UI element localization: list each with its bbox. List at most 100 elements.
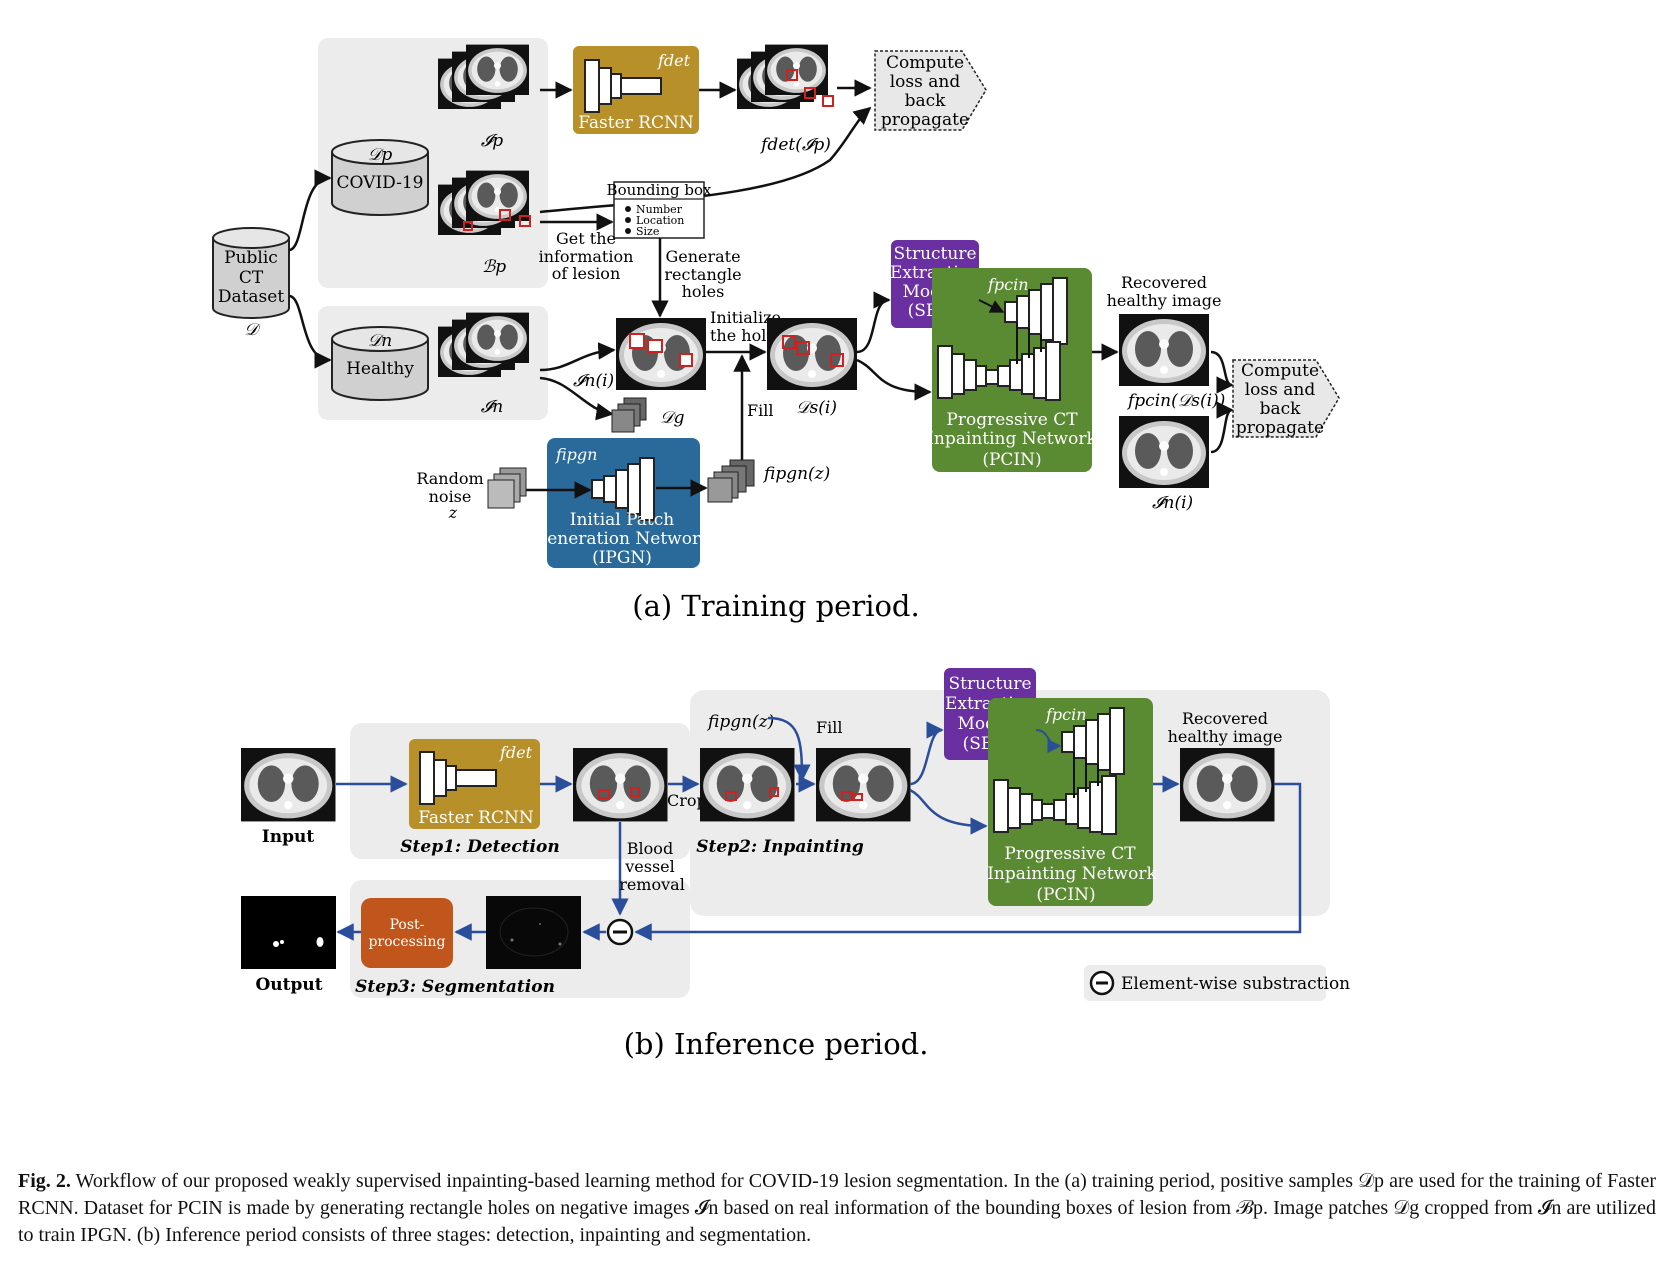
recovered-image-inference xyxy=(1180,748,1275,822)
arrow-to-covid xyxy=(288,169,332,252)
covid-dataset: 𝒟p COVID-19 xyxy=(331,139,429,216)
ipgn-line2: Generation Network xyxy=(534,529,711,549)
legend-label: Element-wise substraction xyxy=(1121,974,1350,994)
pcin-block-training: fpcin Progressive CT Inpainting Network … xyxy=(927,268,1097,472)
compute-loss-bottom-line3: back xyxy=(1260,399,1302,419)
bounding-box-info: Bounding box Number Location Size xyxy=(607,181,712,239)
arrow-in-to-holed xyxy=(539,342,616,372)
arrow-filled-to-pcin xyxy=(909,788,988,835)
random-noise-line2: noise xyxy=(429,487,472,506)
ds-i-label: 𝒟s(i) xyxy=(796,398,837,418)
input-label: Input xyxy=(262,827,315,847)
healthy-label: Healthy xyxy=(346,359,414,379)
ipgn-line3: (IPGN) xyxy=(592,548,652,568)
fpcin-symbol: fpcin xyxy=(987,275,1029,294)
arrow-in-to-dg xyxy=(539,376,614,421)
bp-image-stack xyxy=(438,171,531,235)
get-info-line3: of lesion xyxy=(552,264,621,283)
subcaption-training: (a) Training period. xyxy=(632,589,919,623)
subcaption-inference: (b) Inference period. xyxy=(624,1027,929,1061)
fdet-ip-label: fdet(𝓘p) xyxy=(759,135,831,155)
ip-symbol: 𝓘p xyxy=(481,131,503,151)
pcin-block-inference: fpcin Progressive CT Inpainting Network … xyxy=(987,698,1157,906)
workflow-figure: Public CT Dataset 𝒟 𝒟p COVID-19 𝒟n Healt… xyxy=(212,38,1350,1061)
step3-label: Step3: Segmentation xyxy=(355,977,555,997)
blood-vessel-line2: vessel xyxy=(624,857,675,876)
bbox-title: Bounding box xyxy=(607,181,712,199)
detected-image xyxy=(573,748,668,822)
generated-patches xyxy=(707,459,755,503)
compute-loss-bottom-line2: loss and xyxy=(1245,380,1316,400)
output-image xyxy=(241,896,336,969)
arrow-recovered-to-subtract xyxy=(634,782,1302,941)
get-info-line2: information xyxy=(539,247,634,266)
arrow-fipgn-to-fill xyxy=(767,716,811,782)
initialize-holes-line2: the holes xyxy=(710,326,784,345)
post-line1: Post- xyxy=(390,917,425,933)
legend: Element-wise substraction xyxy=(1084,965,1350,1001)
fdet-symbol-inference: fdet xyxy=(499,743,533,762)
fpcin-ds-label: fpcin(𝒟s(i)) xyxy=(1126,391,1225,411)
compute-loss-bottom: Compute loss and back propagate xyxy=(1232,359,1340,438)
bbox-item-location: Location xyxy=(636,214,684,227)
covid-label: COVID-19 xyxy=(337,173,424,193)
arrow-to-healthy xyxy=(288,294,332,369)
dn-symbol: 𝒟n xyxy=(368,331,393,351)
faster-rcnn-block-inference: fdet Faster RCNN xyxy=(409,739,540,829)
difference-image xyxy=(486,896,581,969)
arrow-ds-to-sem xyxy=(856,291,891,354)
filled-image xyxy=(816,748,911,822)
recovered-image-training xyxy=(1119,314,1209,386)
dg-symbol: 𝒟g xyxy=(660,408,685,428)
compute-loss-bottom-line1: Compute xyxy=(1241,361,1319,381)
fipgn-symbol: fipgn xyxy=(555,445,597,464)
post-processing-block: Post- processing xyxy=(361,898,453,968)
random-noise-line1: Random xyxy=(416,469,483,488)
initialize-holes-line1: Initialize xyxy=(710,308,781,327)
input-image xyxy=(241,748,336,822)
ds-image xyxy=(767,318,857,390)
dp-symbol: 𝒟p xyxy=(368,145,393,165)
arrow-filled-to-sem xyxy=(909,721,944,786)
sem-line1: Structure xyxy=(893,244,976,264)
public-dataset-line3: Dataset xyxy=(218,287,285,307)
recovered-line2: healthy image xyxy=(1107,291,1222,310)
pcin-line3: (PCIN) xyxy=(982,450,1041,470)
crop-label: Crop xyxy=(667,791,707,810)
ipgn-line1: Initial Patch xyxy=(570,510,675,530)
bbox-item-number: Number xyxy=(636,203,683,216)
compute-loss-top-line3: back xyxy=(905,91,947,111)
noise-patches xyxy=(487,467,527,509)
recovered-line1: Recovered xyxy=(1121,273,1207,292)
caption-text: Workflow of our proposed weakly supervis… xyxy=(18,1170,1657,1246)
compute-loss-top-line4: propagate xyxy=(881,110,969,130)
arrow-sem-to-decoder-inference xyxy=(1035,729,1062,753)
generate-holes-line3: holes xyxy=(682,282,725,301)
faster-rcnn-label-inference: Faster RCNN xyxy=(418,808,534,828)
caption-label: Fig. 2. xyxy=(18,1170,71,1192)
random-noise-z: z xyxy=(448,503,458,522)
arrow-recovered-to-loss xyxy=(1210,350,1234,394)
pcin-line1: Progressive CT xyxy=(946,410,1078,430)
step1-label: Step1: Detection xyxy=(400,837,559,857)
sem-inf-line1: Structure xyxy=(948,674,1031,694)
fipgn-z-label: fipgn(z) xyxy=(762,464,830,484)
pcin-inf-line3: (PCIN) xyxy=(1036,885,1095,905)
in-i-bottom-label: 𝓘n(i) xyxy=(1152,493,1193,513)
public-dataset-line2: CT xyxy=(239,268,264,288)
compute-loss-top-line2: loss and xyxy=(890,72,961,92)
fipgn-z-inference: fipgn(z) xyxy=(706,712,774,732)
pcin-line2: Inpainting Network xyxy=(927,429,1097,449)
output-label: Output xyxy=(255,975,322,995)
recovered-inf-line1: Recovered xyxy=(1182,709,1268,728)
fill-label: Fill xyxy=(747,401,773,420)
step2-label: Step2: Inpainting xyxy=(696,837,864,857)
bp-symbol: ℬp xyxy=(482,257,506,277)
arrow-sem-to-decoder xyxy=(978,299,1005,313)
faster-rcnn-label: Faster RCNN xyxy=(578,113,694,133)
ipgn-block: fipgn Initial Patch Generation Network (… xyxy=(534,438,711,568)
bbox-item-size: Size xyxy=(636,225,659,238)
public-dataset-line1: Public xyxy=(224,248,278,268)
healthy-dataset: 𝒟n Healthy xyxy=(331,326,429,401)
faster-rcnn-block: fdet Faster RCNN xyxy=(573,46,699,134)
